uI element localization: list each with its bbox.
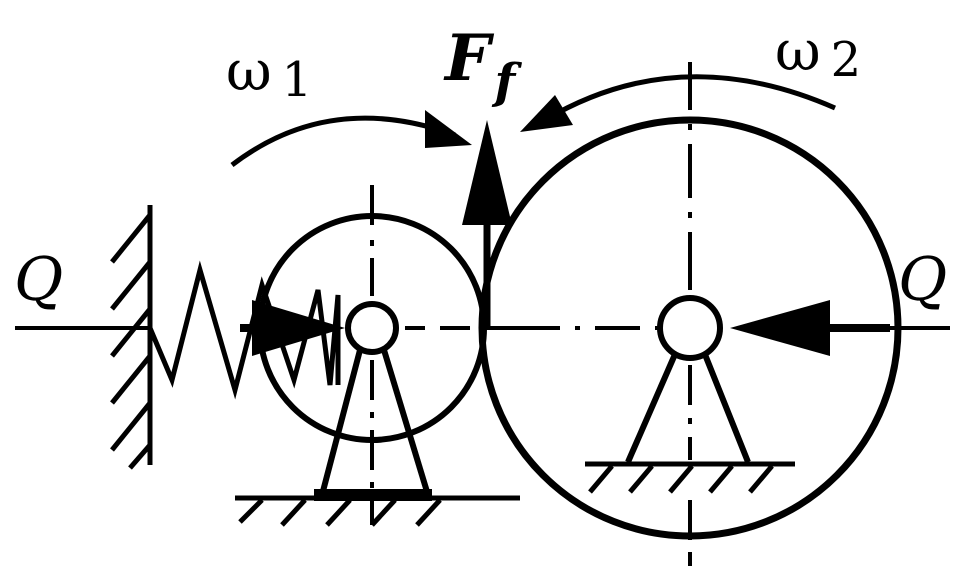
left-wall: [110, 205, 153, 470]
friction-subscript: f: [491, 54, 522, 110]
left-load-arrow: [240, 300, 345, 356]
small-wheel-hub: [345, 301, 399, 355]
small-wheel-support: [235, 349, 520, 527]
large-wheel-hub: [657, 295, 723, 361]
friction-label: Ff: [443, 21, 522, 110]
omega2-rotation-arc: [543, 74, 837, 123]
omega2-subscript: 2: [831, 32, 862, 88]
load-right-label: Q: [898, 245, 947, 315]
omega1-arrowhead: [425, 110, 472, 148]
omega1-subscript: 1: [282, 52, 313, 108]
right-load-arrow: [730, 300, 890, 356]
load-left-label: Q: [14, 245, 63, 315]
large-wheel-support: [585, 350, 795, 494]
omega1-rotation-arc: [230, 115, 456, 167]
omega2-arrowhead: [520, 95, 573, 132]
friction-force-arrow: [462, 120, 512, 328]
